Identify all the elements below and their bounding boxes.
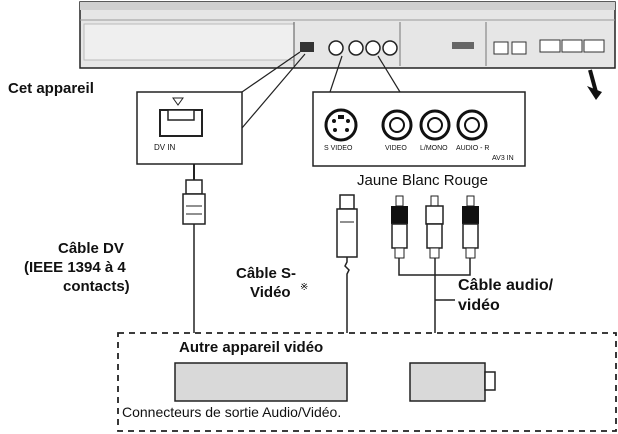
s-video-cable: [336, 194, 358, 333]
dv-cable-label-line1: Câble DV: [58, 240, 124, 257]
s-video-cable-label-line1: Câble S-: [236, 265, 297, 282]
av-cable: [391, 195, 479, 333]
s-video-jack-label: S VIDEO: [324, 145, 353, 152]
other-video-device: [117, 332, 617, 432]
s-video-note-mark: ※: [300, 282, 309, 293]
av-cable-label-line1: Câble audio/: [458, 277, 554, 294]
dv-cable-label-line2: (IEEE 1394 à 4: [24, 259, 126, 276]
dv-cable: [182, 164, 206, 333]
device-label: Cet appareil: [8, 80, 94, 97]
l-mono-jack-label: L/MONO: [420, 145, 448, 152]
av-cable-label-line2: vidéo: [458, 297, 500, 314]
dv-in-panel: [136, 51, 306, 165]
cable-colors-label: Jaune Blanc Rouge: [357, 172, 488, 189]
video-jack-label: VIDEO: [385, 145, 407, 152]
dv-cable-label-line3: contacts): [63, 278, 130, 295]
av3-in-panel: [312, 55, 526, 167]
s-video-cable-label-line2: Vidéo: [250, 284, 291, 301]
av3-in-label: AV3 IN: [492, 155, 514, 162]
output-connectors-label: Connecteurs de sortie Audio/Vidéo.: [122, 404, 342, 420]
audio-r-jack-label: AUDIO - R: [456, 145, 490, 152]
recorder-front-panel: [79, 1, 616, 100]
dv-port-on-device: [300, 42, 314, 52]
other-device-label: Autre appareil vidéo: [179, 339, 324, 356]
dv-in-label: DV IN: [154, 143, 176, 152]
